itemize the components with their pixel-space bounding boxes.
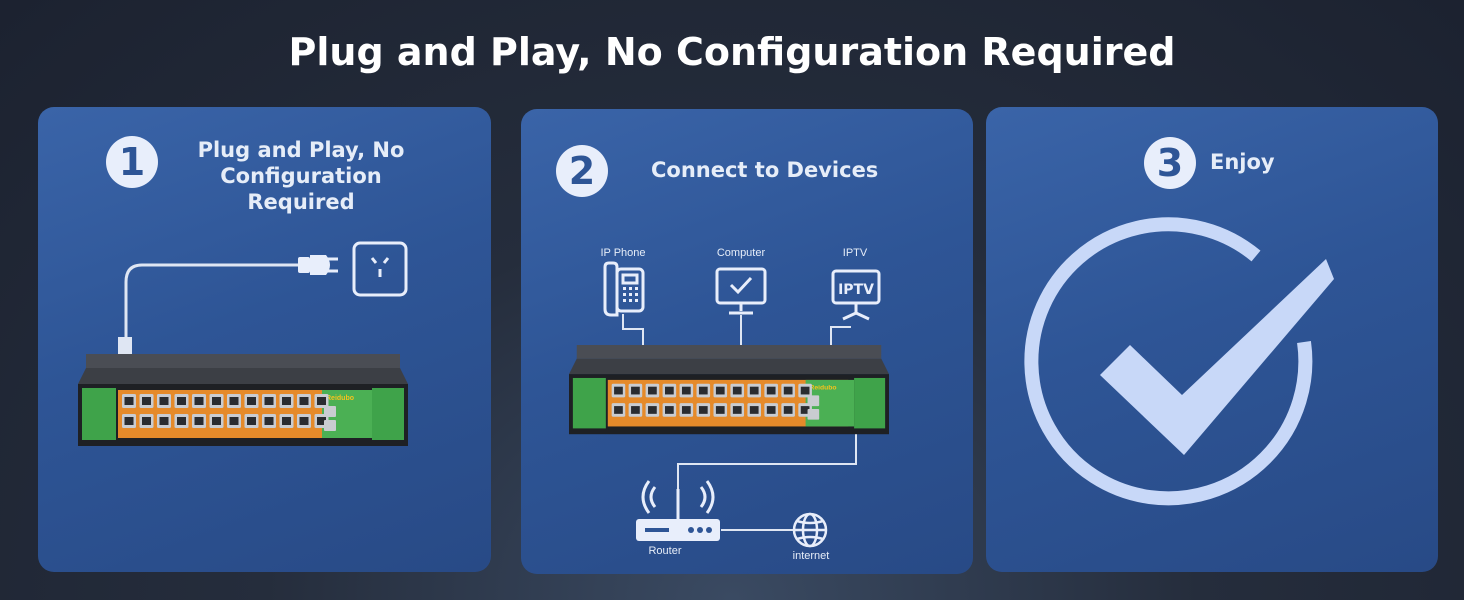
step-3-number-badge: 3 bbox=[1144, 137, 1196, 189]
iptv-screen-text: IPTV bbox=[838, 282, 874, 298]
switch-brand-label: Reidubo bbox=[809, 385, 836, 392]
internet-label: internet bbox=[792, 550, 830, 562]
iptv-label: IPTV bbox=[842, 247, 868, 259]
router-icon bbox=[636, 480, 720, 541]
step-3-card: 3 Enjoy bbox=[986, 107, 1438, 572]
plug-icon bbox=[298, 255, 338, 275]
step-1-illustration: Reidubo bbox=[78, 241, 408, 446]
page-headline: Plug and Play, No Configuration Required bbox=[288, 30, 1176, 74]
poe-switch-image: Reidubo bbox=[78, 354, 408, 446]
router-label: Router bbox=[648, 545, 682, 557]
ip-phone-icon bbox=[603, 261, 645, 317]
step-3-title: Enjoy bbox=[1210, 150, 1275, 174]
step-1-card: 1 Plug and Play, No Configuration Requir… bbox=[38, 107, 491, 572]
step-1-title-line1: Plug and Play, No bbox=[197, 138, 405, 162]
step-2-title: Connect to Devices bbox=[651, 158, 879, 182]
checkmark-circle-icon bbox=[1024, 217, 1334, 506]
iptv-icon: IPTV bbox=[831, 269, 881, 321]
step-2-number-badge: 2 bbox=[556, 145, 608, 197]
power-cable bbox=[124, 263, 300, 339]
step-1-number-badge: 1 bbox=[106, 136, 158, 188]
step-1-title-line2: Configuration Required bbox=[220, 164, 382, 214]
computer-label: Computer bbox=[716, 247, 766, 259]
computer-icon bbox=[715, 267, 767, 315]
step-2-card: 2 Connect to Devices IP Phone Computer I… bbox=[521, 109, 973, 574]
cable-connector bbox=[118, 337, 132, 357]
step-2-illustration: IPTV Reidubo bbox=[569, 261, 889, 548]
step-1-title: Plug and Play, No Configuration Required bbox=[166, 137, 436, 215]
globe-icon bbox=[792, 512, 828, 548]
power-socket-icon bbox=[352, 241, 408, 297]
switch-brand-label: Reidubo bbox=[326, 395, 354, 402]
phone-cable bbox=[622, 314, 644, 347]
ip-phone-label: IP Phone bbox=[600, 247, 646, 259]
poe-switch-image: Reidubo bbox=[569, 345, 889, 435]
iptv-cable bbox=[830, 326, 851, 347]
